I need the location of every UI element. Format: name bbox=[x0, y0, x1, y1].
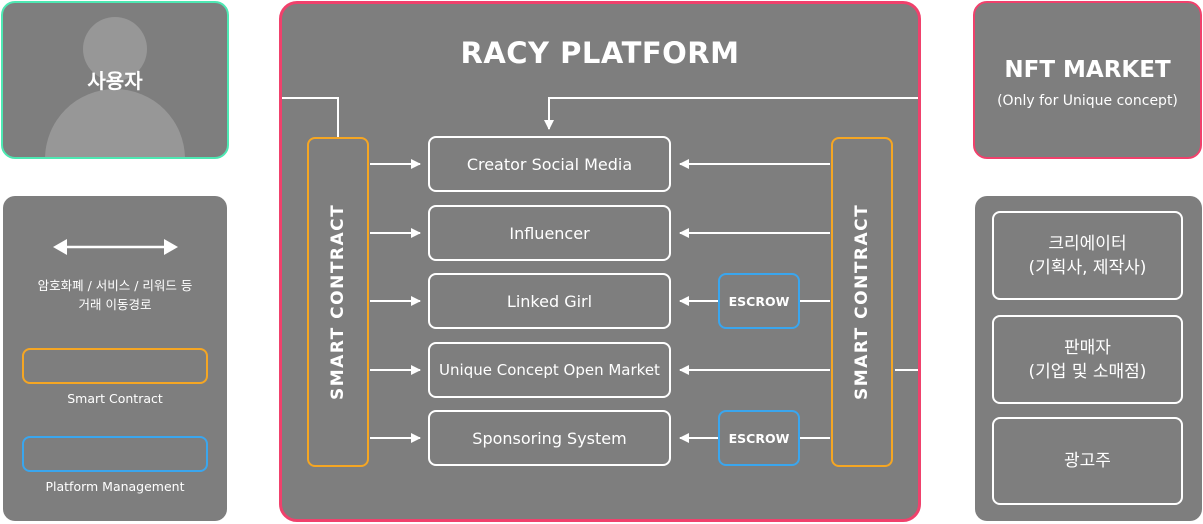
legend-smart-contract-swatch bbox=[22, 348, 208, 384]
nft-market-title: NFT MARKET bbox=[1004, 57, 1171, 83]
line-user-to-platform bbox=[282, 97, 339, 137]
racy-platform-panel: RACY PLATFORM bbox=[279, 1, 921, 522]
legend-smart-contract-label: Smart Contract bbox=[67, 391, 163, 406]
escrow-linked-girl: ESCROW bbox=[718, 273, 800, 329]
legend-platform-management-label: Platform Management bbox=[45, 479, 185, 494]
role-creator: 크리에이터 (기획사, 제작사) bbox=[992, 211, 1183, 300]
smart-contract-right: SMART CONTRACT bbox=[831, 137, 893, 467]
smart-contract-left: SMART CONTRACT bbox=[307, 137, 369, 467]
legend-platform-management-swatch bbox=[22, 436, 208, 472]
nft-market-panel: NFT MARKET (Only for Unique concept) bbox=[973, 1, 1202, 159]
user-label: 사용자 bbox=[87, 69, 143, 93]
role-seller: 판매자 (기업 및 소매점) bbox=[992, 315, 1183, 404]
user-panel: 사용자 bbox=[1, 1, 229, 159]
legend-route-text: 암호화폐 / 서비스 / 리워드 등 거래 이동경로 bbox=[37, 278, 193, 312]
service-linked-girl: Linked Girl bbox=[428, 273, 671, 329]
avatar-head-icon bbox=[83, 17, 147, 81]
escrow-sponsoring-system: ESCROW bbox=[718, 410, 800, 466]
service-unique-concept-open-market: Unique Concept Open Market bbox=[428, 342, 671, 398]
roles-panel: 크리에이터 (기획사, 제작사) 판매자 (기업 및 소매점) 광고주 bbox=[975, 196, 1202, 521]
platform-title: RACY PLATFORM bbox=[460, 36, 740, 70]
role-advertiser: 광고주 bbox=[992, 417, 1183, 505]
service-sponsoring-system: Sponsoring System bbox=[428, 410, 671, 466]
legend-panel: 암호화폐 / 서비스 / 리워드 등 거래 이동경로 Smart Contrac… bbox=[3, 196, 227, 521]
arrow-nft-to-creator bbox=[544, 97, 918, 130]
nft-market-subtitle: (Only for Unique concept) bbox=[997, 93, 1178, 109]
service-creator-social-media: Creator Social Media bbox=[428, 136, 671, 192]
double-arrow-icon bbox=[53, 239, 178, 255]
service-influencer: Influencer bbox=[428, 205, 671, 261]
